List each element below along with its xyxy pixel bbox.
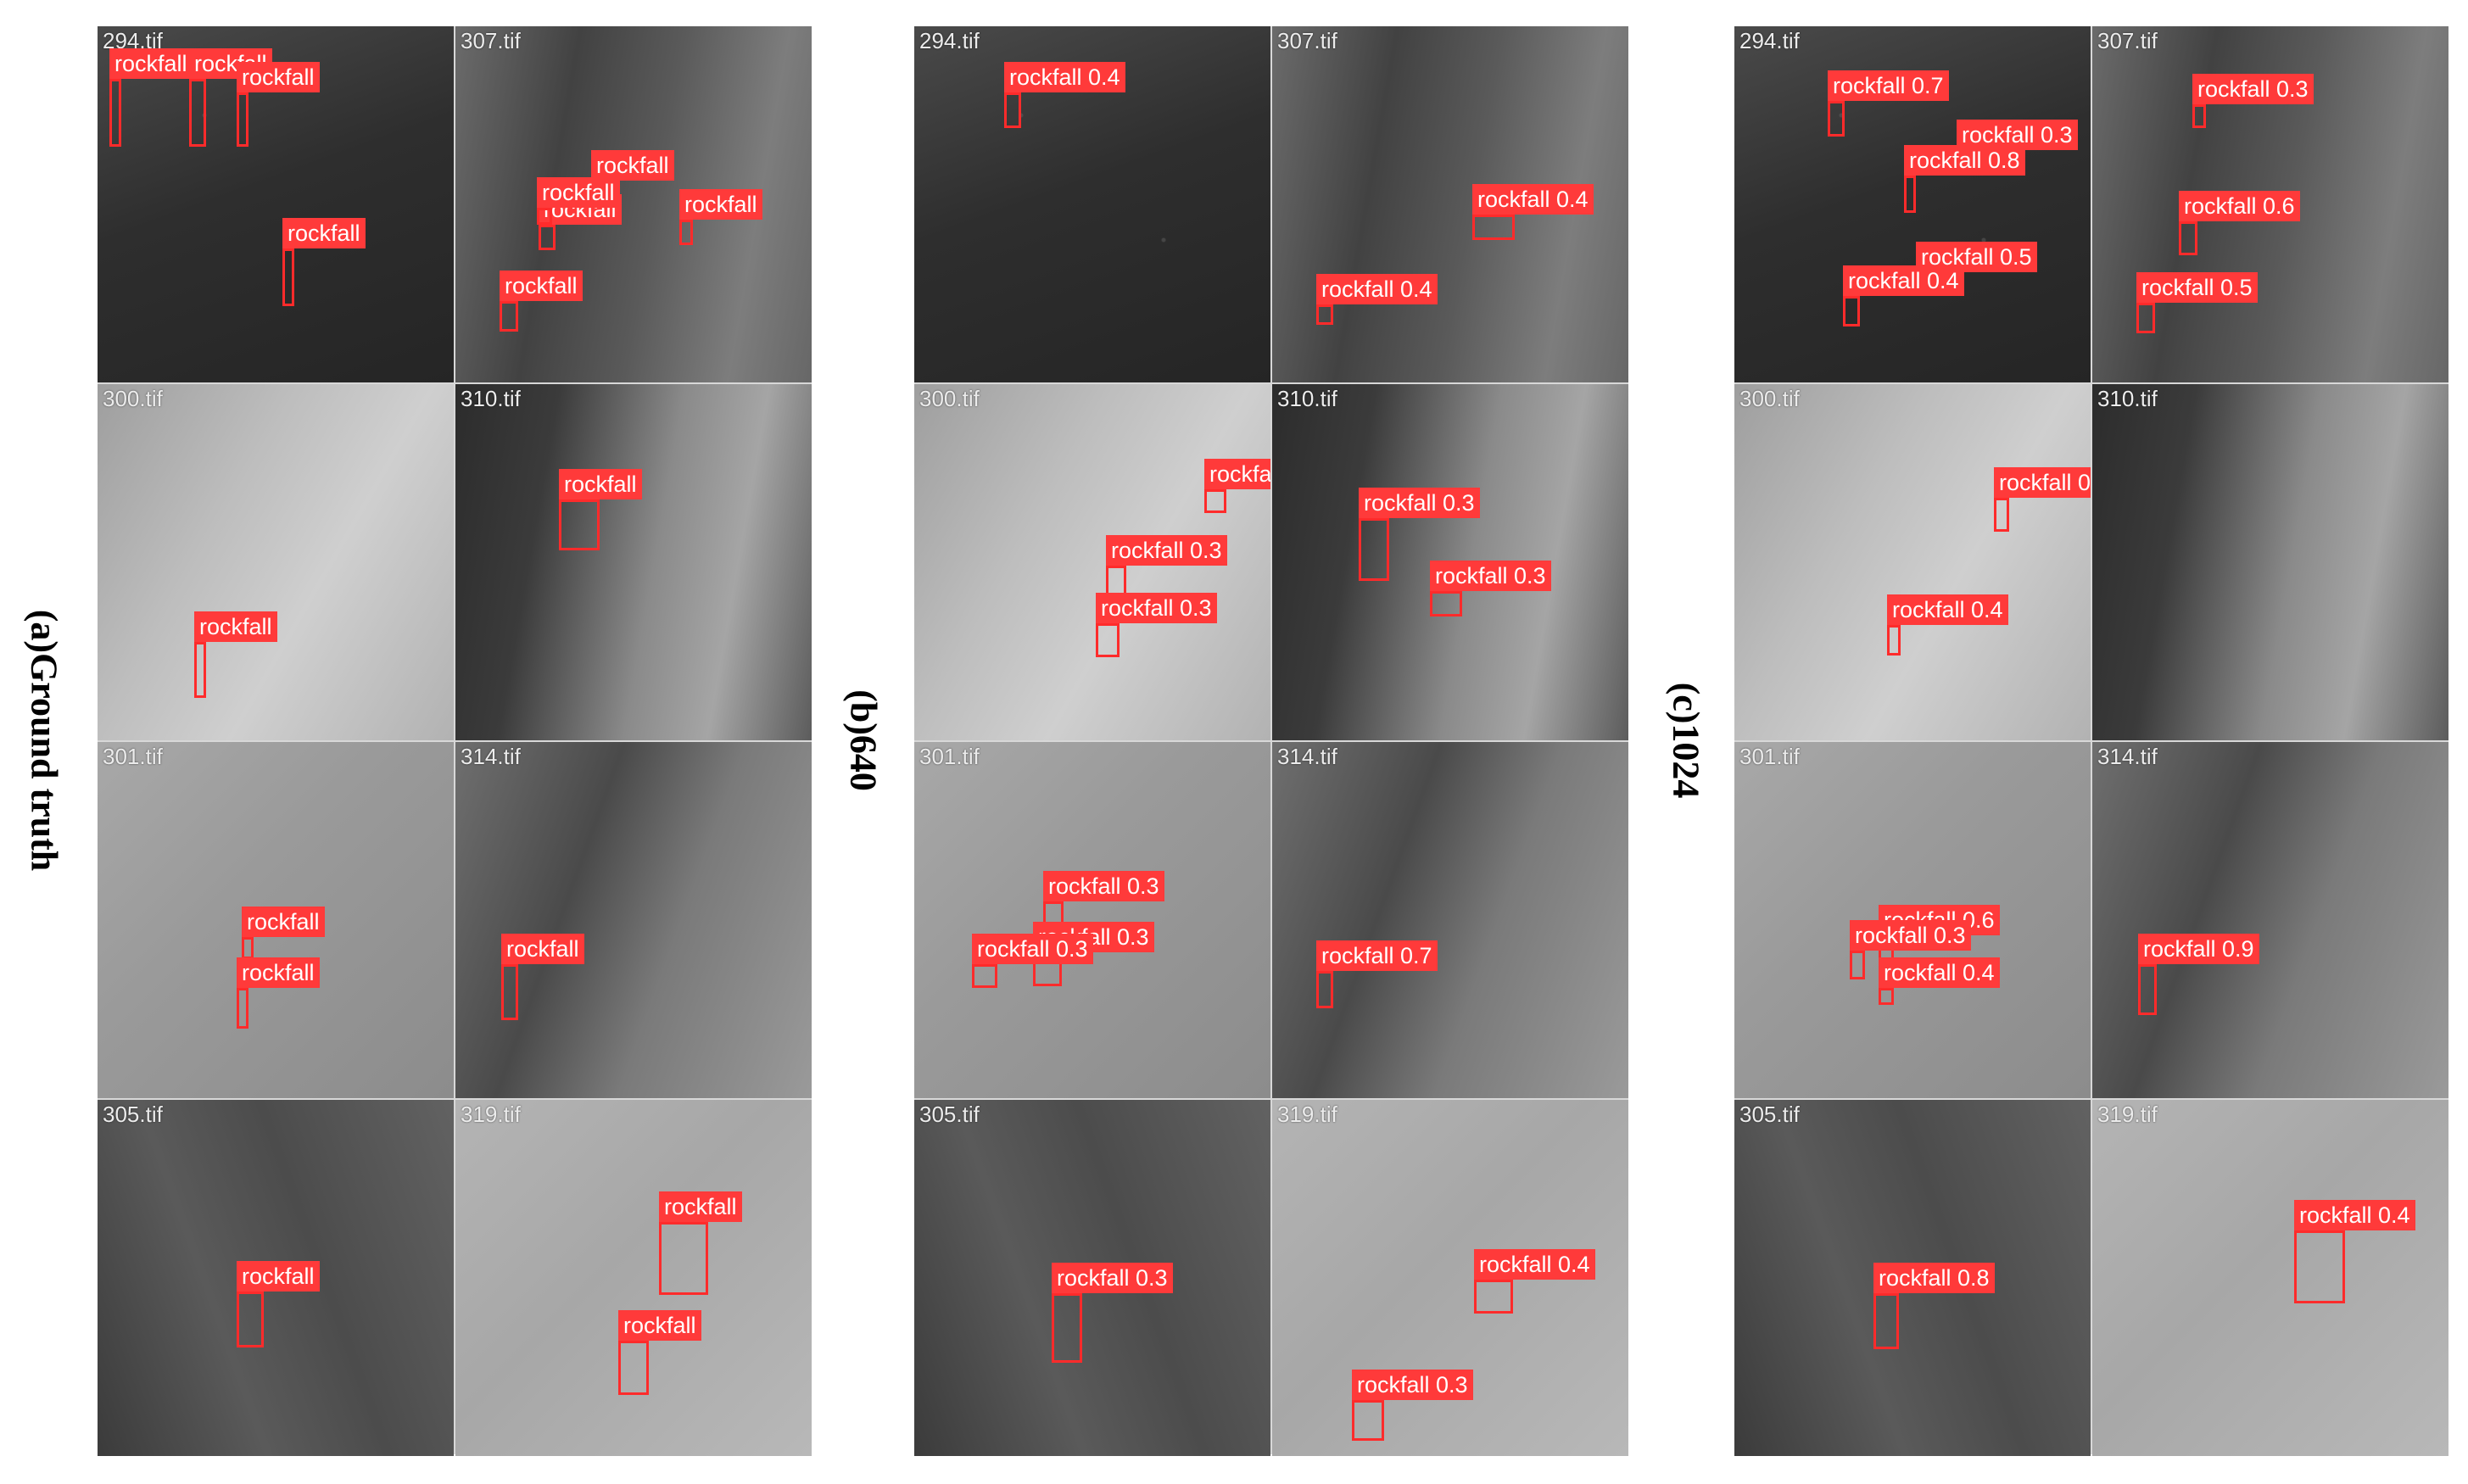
image-tile-305: 305.tif rockfall bbox=[98, 1100, 454, 1456]
tile-filename: 301.tif bbox=[919, 744, 980, 769]
tile-filename: 294.tif bbox=[919, 28, 980, 53]
tile-filename: 319.tif bbox=[461, 1102, 521, 1127]
image-tile-307: 307.tif rockfall 0.3 rockfall 0.6 rockfa… bbox=[2092, 26, 2448, 382]
image-tile-310: 310.tif rockfall 0.3 rockfall 0.3 bbox=[1272, 384, 1628, 740]
tile-filename: 319.tif bbox=[2097, 1102, 2158, 1127]
tile-filename: 319.tif bbox=[1277, 1102, 1337, 1127]
image-tile-300: 300.tif rockfall bbox=[98, 384, 454, 740]
image-tile-314: 314.tif rockfall 0.7 bbox=[1272, 742, 1628, 1098]
tile-filename: 305.tif bbox=[1739, 1102, 1800, 1127]
image-tile-294: 294.tif rockfall 0.7 rockfall 0.3 rockfa… bbox=[1734, 26, 2091, 382]
image-tile-319: 319.tif rockfall rockfall bbox=[455, 1100, 812, 1456]
tile-filename: 300.tif bbox=[1739, 386, 1800, 411]
image-tile-305: 305.tif rockfall 0.3 bbox=[914, 1100, 1270, 1456]
image-tile-307: 307.tif rockfall rockfall rockfall rockf… bbox=[455, 26, 812, 382]
image-tile-300: 300.tif rockfall 0.4 rockfall 0.3 rockfa… bbox=[914, 384, 1270, 740]
tile-filename: 314.tif bbox=[461, 744, 521, 769]
image-tile-300: 300.tif rockfall 0.3 rockfall 0.4 bbox=[1734, 384, 2091, 740]
tile-filename: 307.tif bbox=[2097, 28, 2158, 53]
image-tile-314: 314.tif rockfall 0.9 bbox=[2092, 742, 2448, 1098]
panel-grid-640: 294.tif rockfall 0.4 307.tif rockfall 0.… bbox=[914, 26, 1628, 1456]
image-tile-310: 310.tif bbox=[2092, 384, 2448, 740]
tile-filename: 300.tif bbox=[103, 386, 163, 411]
image-tile-307: 307.tif rockfall 0.4 rockfall 0.4 bbox=[1272, 26, 1628, 382]
image-tile-314: 314.tif rockfall bbox=[455, 742, 812, 1098]
image-tile-310: 310.tif rockfall bbox=[455, 384, 812, 740]
tile-filename: 314.tif bbox=[1277, 744, 1337, 769]
tile-filename: 310.tif bbox=[461, 386, 521, 411]
image-tile-319: 319.tif rockfall 0.4 bbox=[2092, 1100, 2448, 1456]
tile-filename: 301.tif bbox=[103, 744, 163, 769]
image-tile-319: 319.tif rockfall 0.4 rockfall 0.3 bbox=[1272, 1100, 1628, 1456]
tile-filename: 307.tif bbox=[1277, 28, 1337, 53]
tile-filename: 301.tif bbox=[1739, 744, 1800, 769]
panel-grid-ground-truth: 294.tif rockfall rockfall rockfall rockf… bbox=[98, 26, 812, 1456]
image-tile-294: 294.tif rockfall 0.4 bbox=[914, 26, 1270, 382]
tile-filename: 310.tif bbox=[1277, 386, 1337, 411]
image-tile-294: 294.tif rockfall rockfall rockfall rockf… bbox=[98, 26, 454, 382]
tile-filename: 307.tif bbox=[461, 28, 521, 53]
image-tile-301: 301.tif rockfall 0.6 rockfall 0.3 rockfa… bbox=[1734, 742, 2091, 1098]
image-tile-305: 305.tif rockfall 0.8 bbox=[1734, 1100, 2091, 1456]
tile-filename: 310.tif bbox=[2097, 386, 2158, 411]
tile-filename: 305.tif bbox=[919, 1102, 980, 1127]
image-tile-301: 301.tif rockfall rockfall bbox=[98, 742, 454, 1098]
image-tile-301: 301.tif rockfall 0.3 rockfall 0.3 rockfa… bbox=[914, 742, 1270, 1098]
tile-filename: 305.tif bbox=[103, 1102, 163, 1127]
tile-filename: 300.tif bbox=[919, 386, 980, 411]
tile-filename: 314.tif bbox=[2097, 744, 2158, 769]
panel-grid-1024: 294.tif rockfall 0.7 rockfall 0.3 rockfa… bbox=[1734, 26, 2448, 1456]
tile-filename: 294.tif bbox=[1739, 28, 1800, 53]
